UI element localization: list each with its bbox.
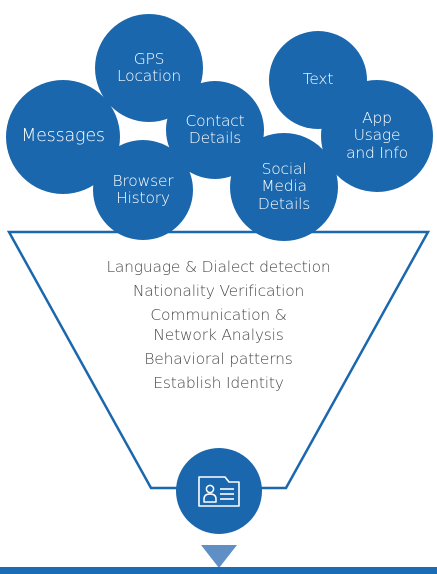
funnel-line-behavioral: Behavioral patterns [144, 350, 293, 368]
bubble-label: Text [302, 70, 334, 89]
id-card-icon [176, 448, 262, 534]
funnel-line-language: Language & Dialect detection [106, 258, 331, 276]
bubble-label: App Usage and Info [346, 108, 408, 162]
funnel-line-communication: Communication & Network Analysis [150, 306, 287, 344]
bubble-social-media: Social Media Details [230, 133, 338, 241]
identity-circle [176, 448, 262, 534]
funnel-line-nationality: Nationality Verification [132, 282, 305, 300]
funnel-line-identity: Establish Identity [153, 374, 284, 392]
bubble-label: GPS Location [117, 49, 181, 85]
bubble-label: Browser History [112, 171, 174, 207]
bubble-label: Messages [21, 126, 105, 147]
bottom-bar [0, 567, 437, 574]
bubble-browser-history: Browser History [93, 140, 193, 240]
funnel-analysis-list: Language & Dialect detection Nationality… [60, 257, 377, 397]
bubble-label: Contact Details [185, 111, 245, 147]
bubble-app-usage: App Usage and Info [321, 80, 433, 192]
arrow-down-icon [201, 545, 237, 568]
bubble-label: Social Media Details [257, 159, 311, 213]
